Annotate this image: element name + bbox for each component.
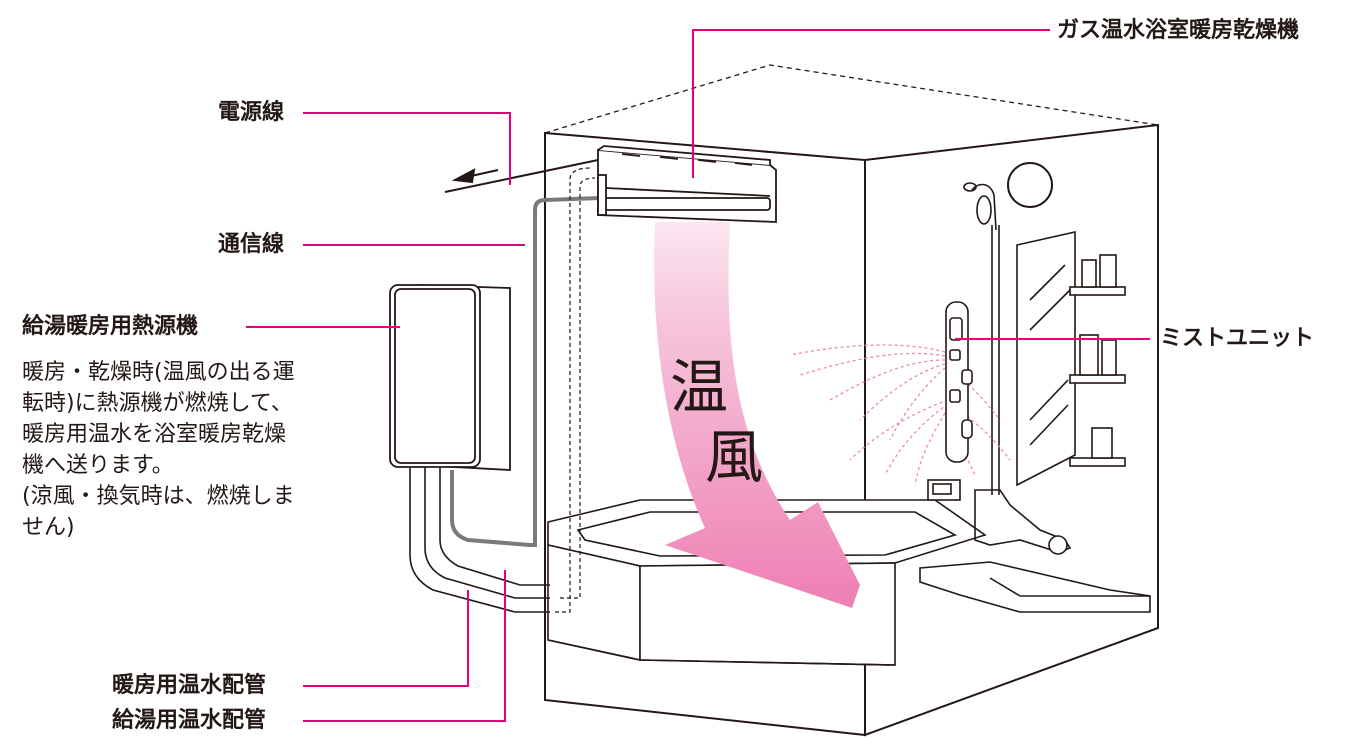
comm-line-label: 通信線	[218, 232, 285, 257]
power-line-arrow	[444, 159, 599, 193]
warm-air-arrow	[654, 222, 860, 608]
description-line: 暖房用温水を浴室暖房乾燥	[22, 422, 287, 447]
heating-pipe-label: 暖房用温水配管	[112, 673, 267, 698]
heat-source-unit	[389, 284, 511, 471]
description-line: 転時)に熱源機が燃焼して、	[22, 391, 293, 416]
bathroom-dryer-unit	[597, 145, 777, 223]
comm-cable	[450, 196, 601, 547]
description-line: せん)	[22, 515, 75, 540]
heat-source-description: 暖房・乾燥時(温風の出る運 転時)に熱源機が燃焼して、 暖房用温水を浴室暖房乾燥…	[22, 357, 367, 543]
hot-water-pipe-label: 給湯用温水配管	[112, 708, 267, 733]
wall-controller	[927, 479, 961, 501]
airflow-char-wind: 風	[705, 423, 764, 491]
mirror	[1016, 231, 1076, 487]
leader-lines	[246, 29, 1150, 722]
description-line: 暖房・乾燥時(温風の出る運	[22, 360, 295, 385]
shelves	[1069, 254, 1126, 467]
mist-spray	[789, 344, 1011, 486]
description-line: 機へ送ります。	[22, 453, 174, 478]
bath-bench	[919, 561, 1151, 613]
shower-rail	[963, 182, 1072, 555]
heat-source-label: 給湯暖房用熱源機	[22, 314, 199, 339]
mist-unit-label: ミストユニット	[1160, 326, 1315, 351]
airflow-char-warm: 温	[670, 353, 729, 421]
mist-unit	[945, 301, 973, 463]
heat-pipes	[409, 467, 550, 613]
ceiling-light	[1007, 162, 1053, 208]
hidden-pipes	[555, 167, 596, 613]
description-line: (涼風・換気時は、燃焼しま	[22, 484, 295, 509]
gas-dryer-label: ガス温水浴室暖房乾燥機	[1057, 18, 1300, 43]
power-line-label: 電源線	[218, 100, 285, 125]
